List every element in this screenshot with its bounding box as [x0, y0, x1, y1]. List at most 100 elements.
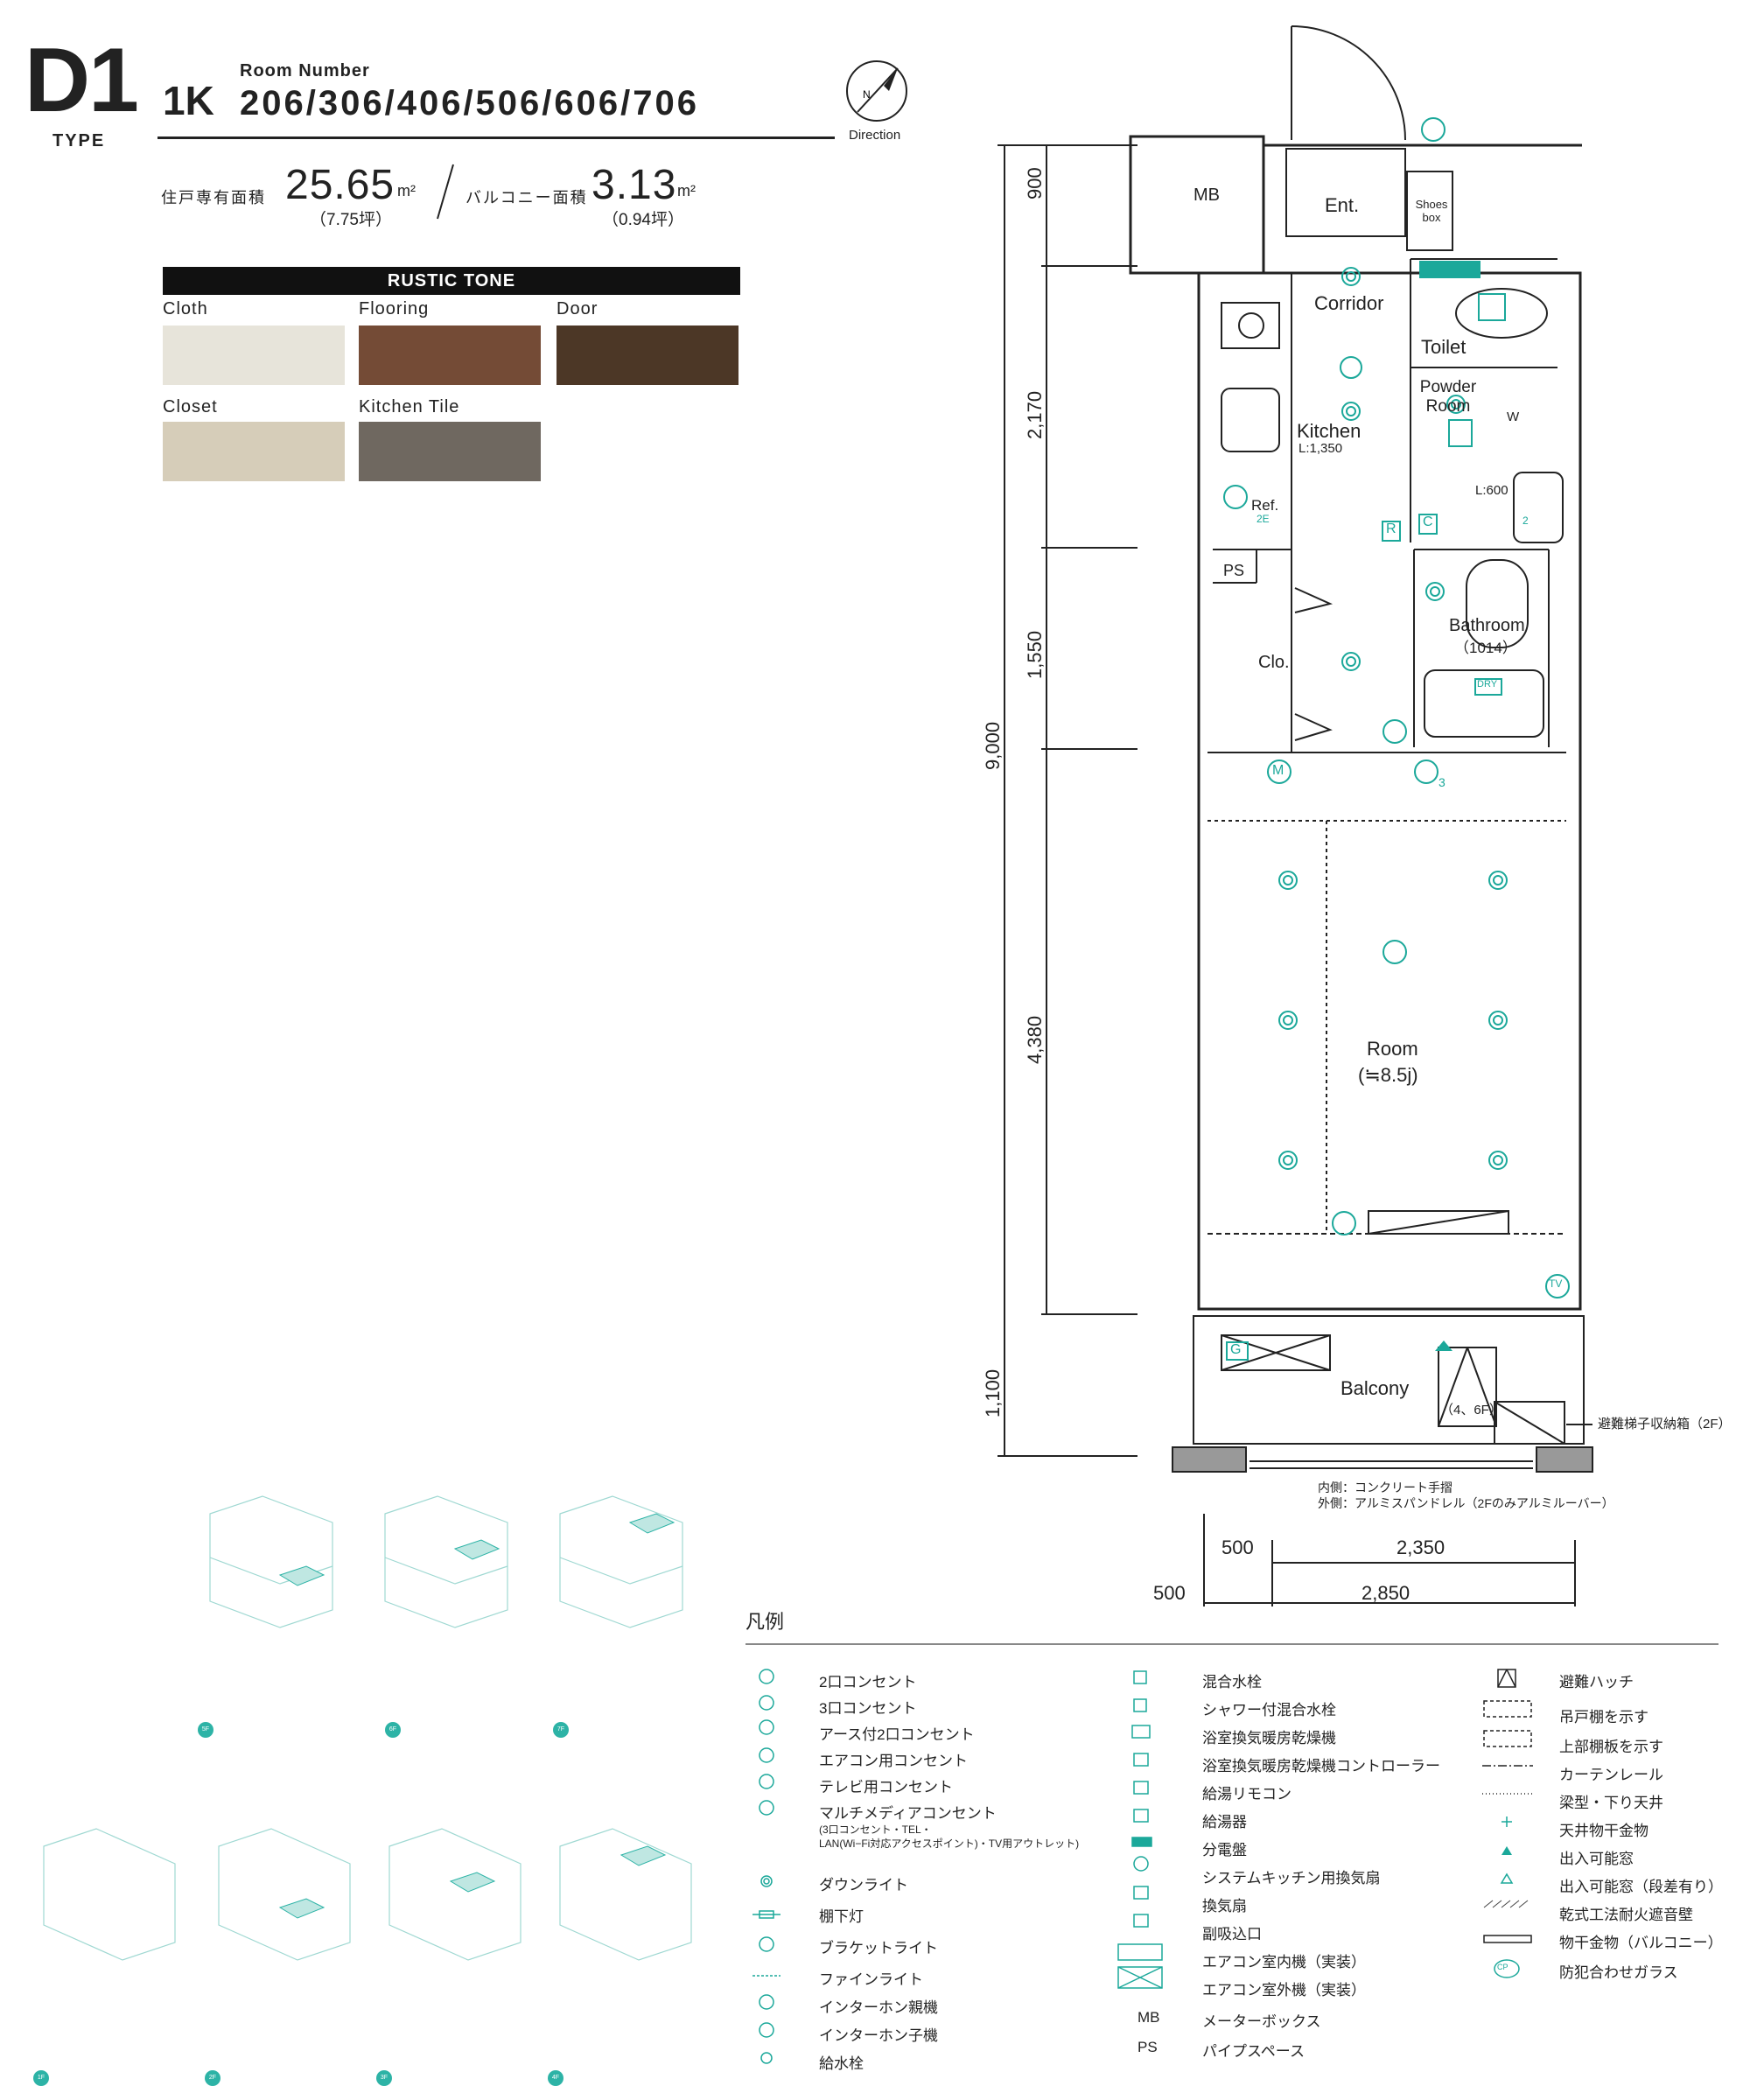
swatch-label-kitchen-tile: Kitchen Tile [359, 397, 460, 416]
legend-item: 梁型・下り天井 [1559, 1795, 1663, 1811]
legend-item: 防犯合わせガラス [1559, 1964, 1678, 1981]
legend-item: エアコン室外機（実装） [1202, 1982, 1366, 1998]
water-heater-g: G [1230, 1342, 1242, 1357]
tv-outlet: TV [1549, 1278, 1563, 1290]
legend-item: エアコン室内機（実装） [1202, 1954, 1366, 1970]
room-ent: Ent. [1325, 194, 1360, 216]
dim-500b: 500 [1153, 1582, 1186, 1604]
legend-item: テレビ用コンセント [819, 1779, 953, 1796]
legend-item: マルチメディアコンセント [819, 1805, 997, 1822]
direction-label: Direction [849, 128, 901, 143]
private-area-unit: m² [397, 182, 416, 200]
legend-item: 換気扇 [1202, 1898, 1247, 1914]
balcony-area-label: バルコニー面積 [466, 189, 588, 206]
legend-item: 天井物干金物 [1559, 1823, 1648, 1839]
private-area-tsubo: （7.75坪） [310, 211, 392, 229]
kitchen-length: L:1,350 [1298, 441, 1343, 456]
legend-item: 給湯器 [1202, 1814, 1247, 1830]
floor-badge-2f: 2F [205, 2070, 220, 2086]
swatch-label-flooring: Flooring [359, 299, 430, 318]
area-separator [437, 164, 454, 220]
legend-rule [746, 1643, 1718, 1645]
legend-item: 浴室換気暖房乾燥機 [1202, 1730, 1336, 1746]
legend-item: 混合水栓 [1202, 1674, 1262, 1690]
legend-item: 吊戸棚を示す [1559, 1709, 1648, 1726]
floor-badge-5f: 5F [198, 1722, 214, 1738]
dim-2350: 2,350 [1396, 1536, 1446, 1558]
room-clo: Clo. [1258, 653, 1290, 672]
dim-1100: 1,100 [982, 1368, 1004, 1418]
dim-500a: 500 [1222, 1536, 1254, 1558]
legend-item: 上部棚板を示す [1559, 1739, 1663, 1755]
compass-icon: N [846, 60, 907, 122]
sink-length: L:600 [1475, 483, 1508, 498]
dim-total: 9,000 [982, 721, 1004, 770]
legend-item: カーテンレール [1559, 1767, 1663, 1783]
legend-item: 分電盤 [1202, 1842, 1247, 1858]
legend-item: 出入可能窓 [1559, 1851, 1634, 1867]
outlet-3: 3 [1438, 775, 1446, 789]
legend-item: ファインライト [819, 1971, 923, 1988]
room-bathroom: Bathroom [1449, 616, 1525, 635]
room-number-label: Room Number [240, 61, 370, 80]
legend-item: シャワー付混合水栓 [1202, 1702, 1336, 1718]
room-toilet: Toilet [1421, 336, 1466, 358]
legend-item: アース付2口コンセント [819, 1726, 975, 1743]
room-ref: Ref. [1251, 497, 1279, 514]
room-ps: PS [1223, 562, 1245, 579]
floor-badge-3f: 3F [376, 2070, 392, 2086]
legend-col2-icons [1117, 1670, 1163, 1989]
swatch-label-door: Door [556, 299, 598, 318]
room-mb: MB [1194, 186, 1220, 205]
private-area-value: 25.65 [285, 162, 396, 208]
legend-item: 出入可能窓（段差有り） [1559, 1879, 1723, 1895]
dim-2170: 2,170 [1024, 390, 1046, 439]
room-main-size: (≒8.5j) [1358, 1064, 1418, 1086]
swatch-label-cloth: Cloth [163, 299, 208, 318]
legend-item: 浴室換気暖房乾燥機コントローラー [1202, 1758, 1440, 1774]
room-main: Room [1367, 1038, 1418, 1060]
legend-item: システムキッチン用換気扇 [1202, 1870, 1381, 1886]
header-rule [158, 136, 835, 139]
multimedia-m: M [1272, 763, 1284, 778]
floor-badge-1f: 1F [33, 2070, 49, 2086]
legend-item: インターホン子機 [819, 2027, 938, 2044]
note-rail-outer: 外側：アルミスパンドレル（2Fのみアルミルーバー） [1318, 1496, 1614, 1510]
swatch-cloth [163, 326, 345, 385]
note-rail-inner: 内側：コンクリート手摺 [1318, 1480, 1452, 1494]
tone-title: RUSTIC TONE [163, 267, 740, 295]
room-balcony: Balcony [1340, 1377, 1410, 1399]
swatch-label-closet: Closet [163, 397, 218, 416]
swatch-closet [163, 422, 345, 481]
legend-item: 棚下灯 [819, 1908, 864, 1925]
legend-sub: LAN(Wi−Fi対応アクセスポイント)・TV用アウトレット) [819, 1838, 1080, 1850]
legend-item: 副吸込口 [1202, 1926, 1262, 1942]
legend-item: 物干金物（バルコニー） [1559, 1935, 1723, 1951]
legend-abbr-mb: MB [1138, 2009, 1160, 2026]
floor-plan [998, 25, 1593, 1606]
room-corridor: Corridor [1314, 292, 1384, 314]
swatch-kitchen-tile [359, 422, 541, 481]
note-ladder: 避難梯子収納箱（2F） [1598, 1417, 1732, 1432]
private-area-label: 住戸専有面積 [161, 189, 266, 206]
room-shoes-box: Shoes box [1415, 198, 1448, 224]
legend-abbr-ps: PS [1138, 2039, 1158, 2055]
room-powder: Powder Room [1419, 378, 1477, 416]
dim-2850: 2,850 [1362, 1582, 1410, 1604]
legend-item: エアコン用コンセント [819, 1753, 968, 1769]
legend-item: パイプスペース [1202, 2043, 1305, 2060]
type-label: TYPE [52, 131, 106, 150]
bathroom-size: （1014） [1454, 640, 1517, 656]
legend-item: 避難ハッチ [1559, 1674, 1634, 1690]
svg-text:N: N [863, 88, 871, 101]
legend-col1-icons [752, 1669, 780, 2064]
type-code: D1 [24, 30, 139, 131]
controller-c: C [1423, 514, 1433, 529]
room-type: 1K [163, 78, 214, 123]
legend-col3-icons [1482, 1669, 1533, 1978]
key-plans [43, 1495, 692, 1961]
room-numbers: 206/306/406/506/606/706 [240, 84, 699, 122]
dim-4380: 4,380 [1024, 1015, 1046, 1064]
legend-sub: (3口コンセント・TEL・ [819, 1824, 932, 1836]
swatch-flooring [359, 326, 541, 385]
